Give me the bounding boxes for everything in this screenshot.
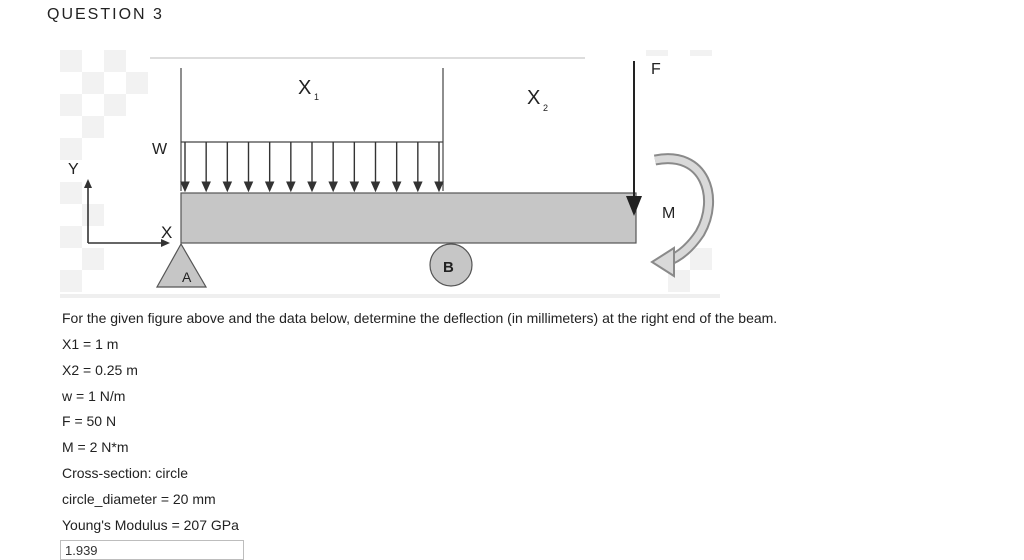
- given-x1: X1 = 1 m: [62, 336, 119, 352]
- given-data-list: X1 = 1 m X2 = 0.25 m w = 1 N/m F = 50 N …: [62, 336, 239, 542]
- x1-label: X: [298, 77, 311, 99]
- given-force: F = 50 N: [62, 413, 117, 430]
- beam-diagram: X 1 X 2 W Y X A B F: [60, 50, 720, 298]
- load-arrow-head: [349, 181, 360, 193]
- beam: [180, 192, 637, 244]
- y-axis-label: Y: [68, 161, 79, 178]
- x2-subscript: 2: [543, 103, 548, 113]
- background-pattern: [60, 50, 712, 292]
- beam-figure: X 1 X 2 W Y X A B F: [60, 48, 720, 304]
- load-arrow-head: [201, 181, 211, 193]
- question-title: QUESTION 3: [47, 6, 164, 23]
- point-force-arrow: [626, 61, 642, 216]
- problem-statement: For the given figure above and the data …: [62, 310, 778, 326]
- load-arrow-head: [222, 181, 233, 193]
- given-youngs-modulus: Young's Modulus = 207 GPa: [62, 516, 239, 533]
- load-arrow-head: [264, 181, 275, 193]
- support-a-label: A: [182, 269, 192, 285]
- load-arrow-head: [243, 181, 254, 193]
- x-axis-label: X: [161, 223, 172, 242]
- load-arrow-head: [328, 181, 338, 193]
- given-moment: M = 2 N*m: [62, 439, 129, 456]
- given-w: w = 1 N/m: [62, 387, 126, 404]
- load-arrow-head: [391, 181, 402, 193]
- roller-support-b: [429, 243, 473, 287]
- given-diameter: circle_diameter = 20 mm: [62, 490, 216, 507]
- support-b-label: B: [443, 259, 454, 276]
- x2-label: X: [527, 87, 540, 109]
- pin-support-a: [155, 242, 208, 288]
- given-x2: X2 = 0.25 m: [62, 361, 138, 378]
- force-label: F: [651, 61, 661, 78]
- distributed-load: [180, 141, 444, 193]
- given-cross-section: Cross-section: circle: [62, 464, 189, 481]
- coordinate-axes: [84, 179, 170, 247]
- figure-bottom-strip: [60, 294, 720, 298]
- load-arrow-head: [413, 181, 423, 193]
- load-arrow-head: [307, 181, 317, 193]
- answer-input[interactable]: 1.939: [60, 540, 244, 560]
- moment-label: M: [662, 205, 675, 222]
- moment-arrow: [650, 153, 714, 278]
- load-arrow-head: [370, 181, 381, 193]
- load-arrow-head: [180, 181, 190, 193]
- x1-subscript: 1: [314, 92, 319, 102]
- load-arrow-head: [286, 181, 296, 193]
- w-label: W: [152, 141, 168, 158]
- load-arrow-head: [434, 181, 444, 193]
